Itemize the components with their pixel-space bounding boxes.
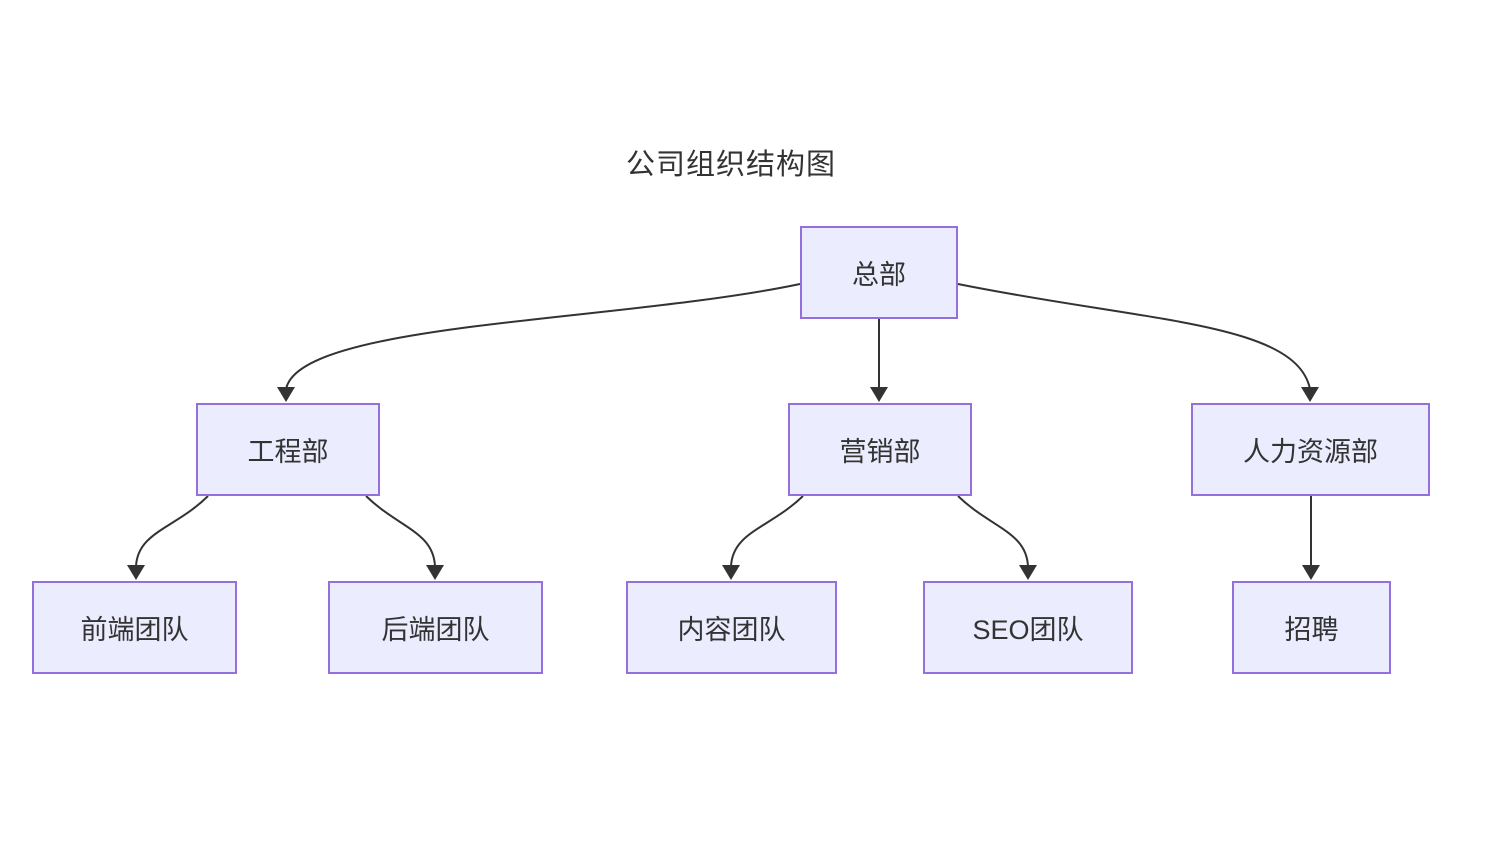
- node-recruiting: 招聘: [1232, 581, 1391, 674]
- node-seo-team: SEO团队: [923, 581, 1133, 674]
- diagram-title: 公司组织结构图: [625, 149, 836, 181]
- node-seo-team-label: SEO团队: [972, 615, 1084, 645]
- node-frontend-team: 前端团队: [32, 581, 237, 674]
- node-headquarters: 总部: [800, 226, 958, 319]
- arrowhead-marketing-icon: [870, 387, 888, 402]
- arrowhead-recruiting-icon: [1302, 565, 1320, 580]
- edge-engineering-frontend: [135, 495, 209, 568]
- node-headquarters-label: 总部: [852, 260, 906, 290]
- node-marketing-label: 营销部: [839, 437, 921, 467]
- node-engineering-label: 工程部: [247, 437, 329, 467]
- node-backend-team: 后端团队: [328, 581, 543, 674]
- edge-marketing-seo: [957, 495, 1029, 568]
- node-content-team-label: 内容团队: [677, 615, 786, 645]
- arrowhead-content-icon: [722, 565, 740, 580]
- node-backend-team-label: 后端团队: [381, 615, 490, 645]
- arrowhead-backend-icon: [426, 565, 444, 580]
- node-content-team: 内容团队: [626, 581, 837, 674]
- edge-headquarters-hr: [957, 283, 1311, 390]
- node-engineering: 工程部: [196, 403, 380, 496]
- node-hr-label: 人力资源部: [1243, 437, 1378, 467]
- node-hr: 人力资源部: [1191, 403, 1430, 496]
- arrowhead-frontend-icon: [127, 565, 145, 580]
- arrowhead-engineering-icon: [277, 387, 295, 402]
- node-marketing: 营销部: [788, 403, 972, 496]
- node-frontend-team-label: 前端团队: [80, 615, 189, 645]
- arrowhead-seo-icon: [1019, 565, 1037, 580]
- arrowhead-hr-icon: [1301, 387, 1319, 402]
- node-recruiting-label: 招聘: [1284, 615, 1339, 645]
- edge-engineering-backend: [365, 495, 436, 568]
- edge-headquarters-engineering: [285, 283, 801, 390]
- edge-marketing-content: [730, 495, 804, 568]
